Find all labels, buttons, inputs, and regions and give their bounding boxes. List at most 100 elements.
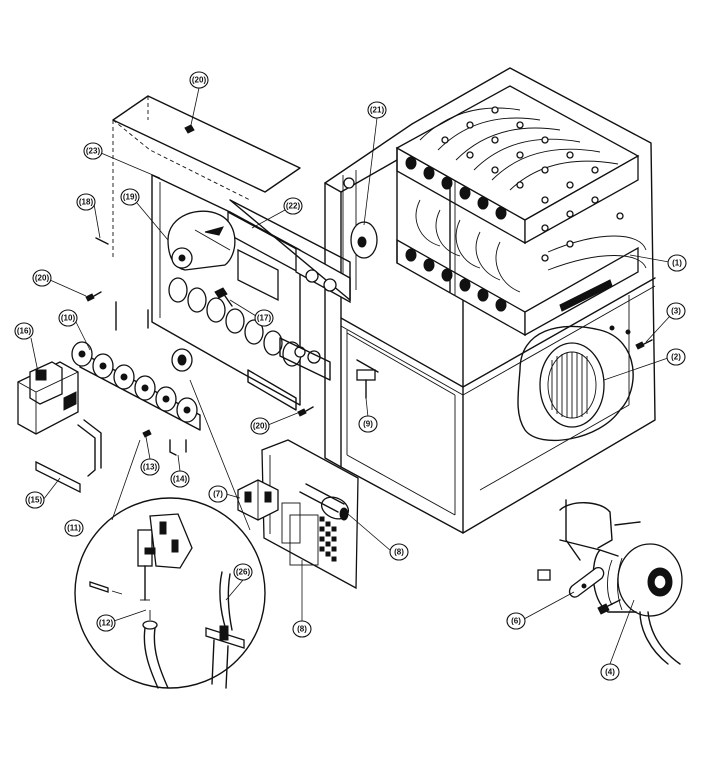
callout-circle [96, 614, 116, 632]
callout-text: (26) [236, 568, 251, 577]
callout-text: (18) [79, 198, 94, 207]
callout-c6: (6) [506, 612, 526, 630]
callout-c14: (14) [170, 470, 190, 488]
pressure-switch-part-19 [167, 210, 236, 271]
callout-text: (10) [61, 314, 76, 323]
callout-c9: (9) [358, 415, 378, 433]
callout-text: (20) [253, 422, 268, 431]
top-cover-part-23 [112, 95, 301, 260]
orifice-part-13 [142, 429, 152, 438]
callout-circle [292, 620, 312, 638]
callout-leaders [30, 87, 671, 665]
callout-text: (15) [28, 496, 43, 505]
callout-text: (19) [123, 193, 138, 202]
callout-circle [667, 254, 687, 272]
callout-circle [506, 612, 526, 630]
callout-c13: (13) [140, 458, 160, 476]
callout-c1: (1) [667, 254, 687, 272]
callout-c21: (21) [367, 101, 387, 119]
callout-c19: (19) [120, 188, 140, 206]
callout-text: (21) [370, 106, 385, 115]
callout-c10: (10) [58, 309, 78, 327]
callout-circle [666, 348, 686, 366]
callout-text: (20) [192, 76, 207, 85]
callout-circle [600, 663, 620, 681]
callout-c17: (17) [254, 309, 274, 327]
callout-circle [389, 543, 409, 561]
callout-text: (3) [671, 307, 681, 316]
callout-c3: (3) [666, 302, 686, 320]
gas-pipe-part-15 [35, 419, 102, 494]
callout-c11: (11) [64, 519, 84, 537]
bracket-part-14 [169, 439, 187, 456]
blower-assembly [517, 325, 634, 442]
callout-text: (1) [672, 259, 682, 268]
callout-circle [120, 188, 140, 206]
callout-text: (8) [297, 625, 307, 634]
heat-exchanger [395, 85, 647, 337]
front-plate-part-22 [227, 199, 351, 381]
callout-c16: (16) [14, 322, 34, 340]
callout-circle [283, 197, 303, 215]
callout-text: (11) [67, 524, 81, 533]
callout-circle [250, 417, 270, 435]
callout-c22: (22) [283, 197, 303, 215]
relay-part-7 [237, 479, 279, 521]
callout-text: (9) [363, 420, 373, 429]
callout-text: (4) [605, 668, 615, 677]
callout-circle [666, 302, 686, 320]
callout-text: (17) [257, 314, 272, 323]
callout-c20c: (20) [250, 417, 270, 435]
callout-circle [25, 491, 45, 509]
callout-c23: (23) [83, 142, 103, 160]
callout-circle [64, 519, 84, 537]
callout-circle [208, 485, 228, 503]
callout-text: (16) [17, 327, 32, 336]
callout-c4: (4) [600, 663, 620, 681]
callout-c8b: (8) [292, 620, 312, 638]
callout-text: (22) [286, 202, 301, 211]
callout-c2: (2) [666, 348, 686, 366]
callout-labels: (20) (21) (23) (18) (19) (22) (1) (20) (17) (3) (1… [14, 71, 687, 681]
callout-c12: (12) [96, 614, 116, 632]
callout-text: (12) [99, 619, 114, 628]
callout-circle [14, 322, 34, 340]
callout-c26: (26) [233, 563, 253, 581]
callout-circle [367, 101, 387, 119]
callout-c18: (18) [76, 193, 96, 211]
callout-text: (8) [394, 548, 404, 557]
callout-circle [83, 142, 103, 160]
furnace-cabinet [324, 67, 656, 534]
callout-c20b: (20) [32, 269, 52, 287]
burner-panel [151, 174, 302, 411]
callout-circle [76, 193, 96, 211]
igniter-detail-circle-part-11 [74, 497, 266, 689]
sensor-part-17 [214, 287, 233, 307]
bracket-part-18 [95, 237, 109, 245]
callout-text: (14) [173, 475, 188, 484]
callout-circle [170, 470, 190, 488]
inducer-blower-part-21 [342, 170, 378, 290]
callout-c7: (7) [208, 485, 228, 503]
callout-text: (2) [671, 353, 681, 362]
motor-mount-part-6 [537, 499, 641, 615]
gas-valve-part-16 [17, 361, 79, 435]
callout-circle [32, 269, 52, 287]
screw-part-3 [635, 339, 653, 350]
callout-text: (13) [143, 463, 158, 472]
callout-circle [58, 309, 78, 327]
callout-text: (23) [86, 147, 101, 156]
screw-part-20 [85, 291, 314, 417]
control-board-part-8 [261, 439, 359, 590]
callout-c15: (15) [25, 491, 45, 509]
callout-c8a: (8) [389, 543, 409, 561]
callout-text: (6) [511, 617, 521, 626]
callout-text: (20) [35, 274, 50, 283]
limit-switch-part-9 [356, 359, 379, 399]
callout-circle [358, 415, 378, 433]
callout-circle [189, 71, 209, 89]
callout-circle [254, 309, 274, 327]
callout-circle [140, 458, 160, 476]
callout-c20a: (20) [189, 71, 209, 89]
